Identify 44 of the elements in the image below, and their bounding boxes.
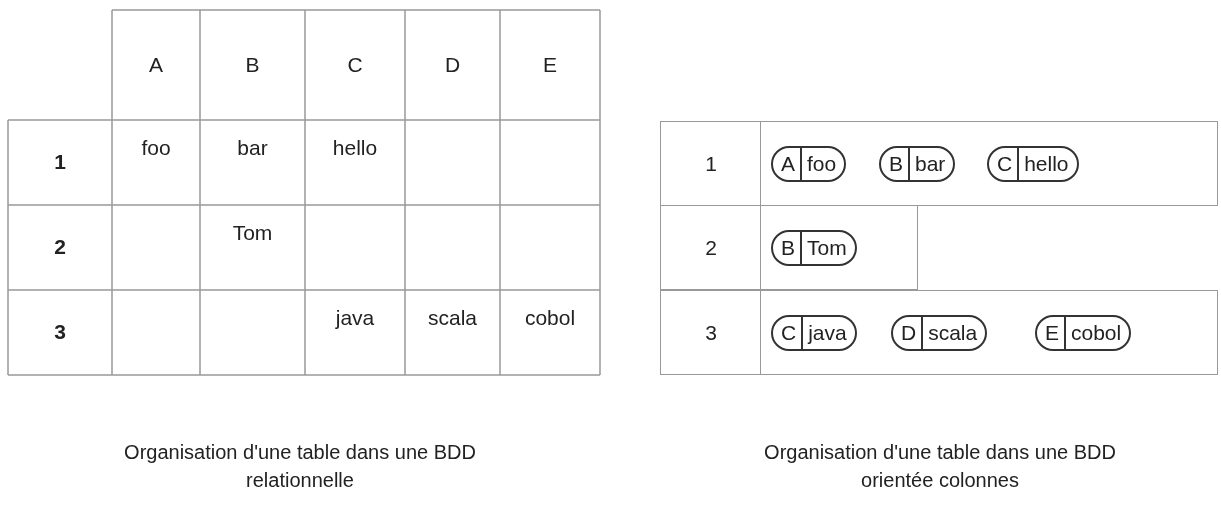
cell-value: hello [1023,152,1069,176]
table-cell-text: foo [140,136,172,160]
cell-value: scala [927,321,978,345]
cell-value: cobol [1070,321,1122,345]
table-cell-text: java [334,306,376,330]
cell-value: foo [806,152,837,176]
key-value-pill [771,146,847,182]
table-cell-text: Tom [231,221,274,245]
key-value-pill [1035,315,1132,351]
row-key: 1 [661,152,761,176]
key-value-pill [879,146,956,182]
table-cell-text: hello [331,136,379,160]
table-row [660,290,1218,375]
cell-value: java [806,321,847,345]
caption: Organisation d'une table dans une BDD orientée colonnes [763,440,1117,493]
column-key: C [781,317,804,349]
column-header: E [542,53,558,77]
row-header: 1 [53,150,67,174]
cell-value: bar [914,152,946,176]
column-key: C [997,148,1020,180]
row-header: 2 [53,235,67,259]
table-row [660,205,918,290]
cell-value: Tom [806,236,847,260]
caption: Organisation d'une table dans une BDD relationnelle [123,440,477,493]
column-header: A [148,53,164,77]
key-value-pill [771,230,857,266]
column-header: C [346,53,364,77]
row-key: 2 [661,236,761,260]
column-key: E [1045,317,1066,349]
row-key: 3 [661,321,761,345]
key-value-pill [987,146,1079,182]
key-value-pill [771,315,857,351]
table-cell-text: scala [427,306,478,330]
column-header: B [244,53,261,77]
table-cell-text: bar [236,136,269,160]
column-header: D [443,53,462,77]
key-value-pill [891,315,988,351]
table-row [660,121,1218,206]
table-cell-text: cobol [523,306,577,330]
column-key: B [889,148,910,180]
row-header: 3 [53,320,67,344]
column-key: B [781,232,802,264]
column-key: A [781,148,802,180]
column-key: D [901,317,924,349]
